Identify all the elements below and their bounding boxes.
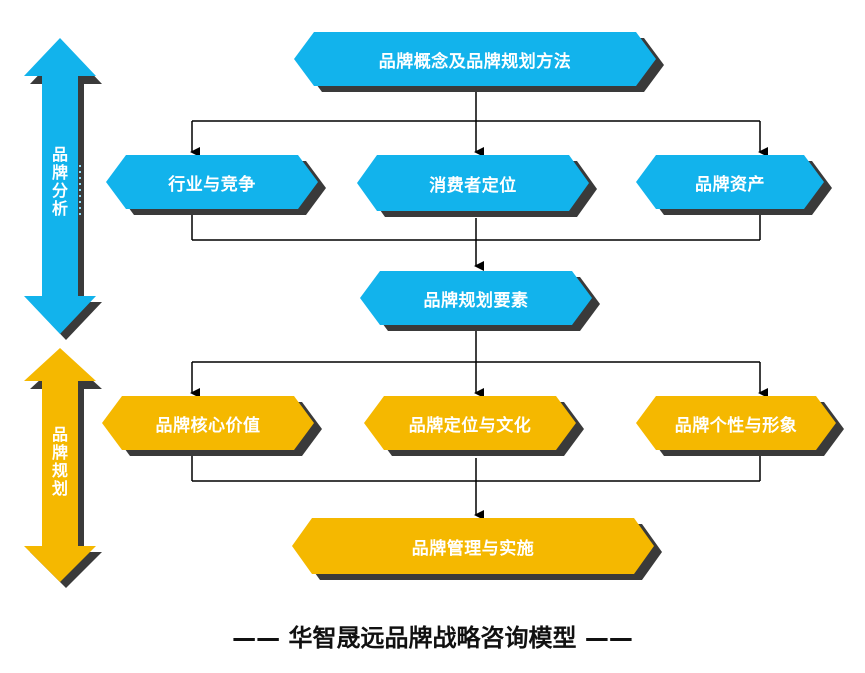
- node-consumer-positioning: 消费者定位: [357, 155, 589, 211]
- node-brand-assets: 品牌资产: [636, 155, 824, 209]
- analysis-label: 品牌分析: [49, 146, 68, 218]
- planning-label: 品牌规划: [49, 426, 68, 498]
- connectors-row1: [190, 88, 768, 157]
- connectors-row4: [191, 455, 761, 520]
- connectors-row2: [191, 214, 761, 271]
- analysis-double-arrow: [24, 38, 96, 334]
- planning-double-arrow: [24, 348, 96, 582]
- footer-title: —— 华智晟远品牌战略咨询模型 ——: [232, 624, 633, 652]
- node-brand-core-value: 品牌核心价值: [102, 396, 314, 450]
- node-brand-positioning-culture: 品牌定位与文化: [364, 396, 576, 450]
- node-brand-planning-elements: 品牌规划要素: [360, 271, 592, 325]
- connectors-row3: [190, 330, 768, 398]
- node-brand-concept-method: 品牌概念及品牌规划方法: [294, 32, 656, 86]
- node-industry-competition: 行业与竞争: [106, 155, 318, 209]
- node-brand-management-implementation: 品牌管理与实施: [292, 518, 654, 574]
- node-brand-personality-image: 品牌个性与形象: [636, 396, 836, 450]
